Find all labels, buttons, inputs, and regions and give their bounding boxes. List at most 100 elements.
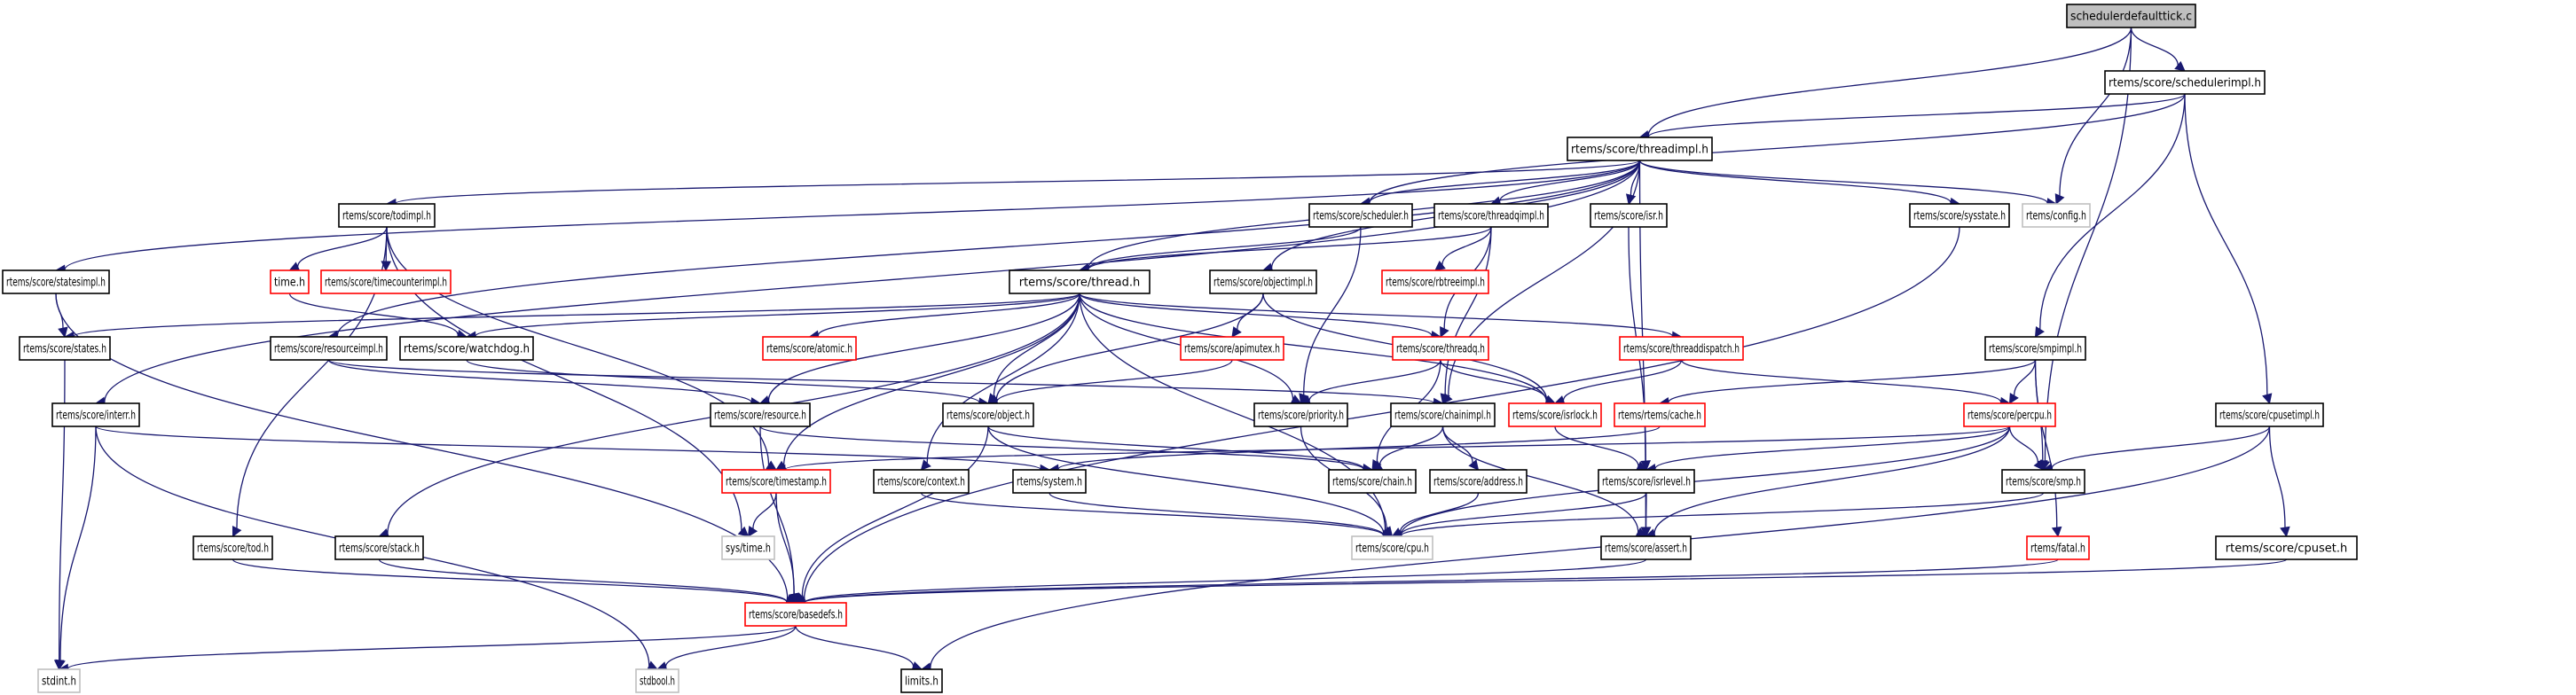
node-box[interactable] [1392,336,1489,361]
node-resourceimpl[interactable]: rtems/score/resourceimpl.h [270,336,388,361]
node-box[interactable] [1308,203,1413,228]
node-box[interactable] [1429,469,1528,494]
node-system[interactable]: rtems/system.h [1012,469,1087,494]
node-box[interactable] [2001,469,2085,494]
node-threadq[interactable]: rtems/score/threadq.h [1392,336,1489,361]
node-stdint[interactable]: stdint.h [37,668,81,693]
node-box[interactable] [942,402,1034,427]
node-sysstate[interactable]: rtems/score/sysstate.h [1909,203,2010,228]
node-stdbool[interactable]: stdbool.h [635,668,679,693]
node-limits[interactable]: limits.h [900,668,943,693]
node-box[interactable] [900,668,943,693]
node-root[interactable]: schedulerdefaulttick.c [2066,4,2196,28]
node-box[interactable] [1619,336,1744,361]
node-box[interactable] [1009,269,1151,294]
node-threadqimpl[interactable]: rtems/score/threadqimpl.h [1433,203,1549,228]
node-resource[interactable]: rtems/score/resource.h [710,402,811,427]
node-box[interactable] [2066,4,2196,28]
node-box[interactable] [2026,535,2090,560]
node-isrlock[interactable]: rtems/score/isrlock.h [1508,402,1602,427]
node-timecounterimpl[interactable]: rtems/score/timecounterimpl.h [320,269,452,294]
node-box[interactable] [270,269,310,294]
node-threaddispatch[interactable]: rtems/score/threaddispatch.h [1619,336,1744,361]
node-box[interactable] [1390,402,1496,427]
node-smpimpl[interactable]: rtems/score/smpimpl.h [1984,336,2086,361]
node-box[interactable] [1381,269,1489,294]
node-todimpl[interactable]: rtems/score/todimpl.h [338,203,436,228]
node-statesimpl[interactable]: rtems/score/statesimpl.h [2,269,110,294]
node-box[interactable] [399,336,534,361]
node-box[interactable] [1508,402,1602,427]
node-assert[interactable]: rtems/score/assert.h [1600,535,1692,560]
node-interr[interactable]: rtems/score/interr.h [51,402,140,427]
node-box[interactable] [51,402,140,427]
node-box[interactable] [1909,203,2010,228]
node-box[interactable] [1567,137,1713,161]
node-watchdog[interactable]: rtems/score/watchdog.h [399,336,534,361]
node-box[interactable] [710,402,811,427]
node-tod[interactable]: rtems/score/tod.h [192,535,273,560]
node-box[interactable] [721,469,831,494]
node-box[interactable] [334,535,424,560]
node-box[interactable] [270,336,388,361]
node-box[interactable] [1351,535,1433,560]
node-box[interactable] [744,602,847,627]
node-box[interactable] [2104,70,2266,95]
node-scheduler[interactable]: rtems/score/scheduler.h [1308,203,1413,228]
node-box[interactable] [2215,402,2324,427]
node-box[interactable] [19,336,111,361]
node-states[interactable]: rtems/score/states.h [19,336,111,361]
node-percpu[interactable]: rtems/score/percpu.h [1963,402,2056,427]
node-box[interactable] [1328,469,1417,494]
node-fatal[interactable]: rtems/fatal.h [2026,535,2090,560]
node-box[interactable] [1600,535,1692,560]
node-box[interactable] [1963,402,2056,427]
node-box[interactable] [338,203,436,228]
node-schedulerimpl[interactable]: rtems/score/schedulerimpl.h [2104,70,2266,95]
node-box[interactable] [192,535,273,560]
node-time[interactable]: time.h [270,269,310,294]
node-box[interactable] [2215,535,2358,560]
node-priority[interactable]: rtems/score/priority.h [1253,402,1348,427]
node-cpusetimpl[interactable]: rtems/score/cpusetimpl.h [2215,402,2324,427]
node-box[interactable] [2,269,110,294]
node-address[interactable]: rtems/score/address.h [1429,469,1528,494]
node-object[interactable]: rtems/score/object.h [942,402,1034,427]
node-atomic[interactable]: rtems/score/atomic.h [762,336,857,361]
node-box[interactable] [320,269,452,294]
node-box[interactable] [1209,269,1317,294]
node-box[interactable] [721,535,775,560]
node-box[interactable] [1012,469,1087,494]
node-box[interactable] [1253,402,1348,427]
node-box[interactable] [1433,203,1549,228]
node-box[interactable] [1614,402,1706,427]
node-isrlevel[interactable]: rtems/score/isrlevel.h [1598,469,1695,494]
node-box[interactable] [873,469,970,494]
node-thread[interactable]: rtems/score/thread.h [1009,269,1151,294]
node-box[interactable] [1598,469,1695,494]
node-apimutex[interactable]: rtems/score/apimutex.h [1180,336,1284,361]
node-systime[interactable]: sys/time.h [721,535,775,560]
node-chainimpl[interactable]: rtems/score/chainimpl.h [1390,402,1496,427]
node-box[interactable] [1984,336,2086,361]
node-threadimpl[interactable]: rtems/score/threadimpl.h [1567,137,1713,161]
node-timestamp[interactable]: rtems/score/timestamp.h [721,469,831,494]
node-cpu[interactable]: rtems/score/cpu.h [1351,535,1433,560]
node-stack[interactable]: rtems/score/stack.h [334,535,424,560]
node-box[interactable] [635,668,679,693]
node-objectimpl[interactable]: rtems/score/objectimpl.h [1209,269,1317,294]
node-box[interactable] [1180,336,1284,361]
node-box[interactable] [762,336,857,361]
node-cache[interactable]: rtems/rtems/cache.h [1614,402,1706,427]
node-context[interactable]: rtems/score/context.h [873,469,970,494]
node-rbtreeimpl[interactable]: rtems/score/rbtreeimpl.h [1381,269,1489,294]
node-smp[interactable]: rtems/score/smp.h [2001,469,2085,494]
node-config[interactable]: rtems/config.h [2022,203,2091,228]
node-cpuset[interactable]: rtems/score/cpuset.h [2215,535,2358,560]
node-box[interactable] [37,668,81,693]
node-box[interactable] [1590,203,1668,228]
node-chain[interactable]: rtems/score/chain.h [1328,469,1417,494]
node-isr[interactable]: rtems/score/isr.h [1590,203,1668,228]
node-box[interactable] [2022,203,2091,228]
node-basedefs[interactable]: rtems/score/basedefs.h [744,602,847,627]
